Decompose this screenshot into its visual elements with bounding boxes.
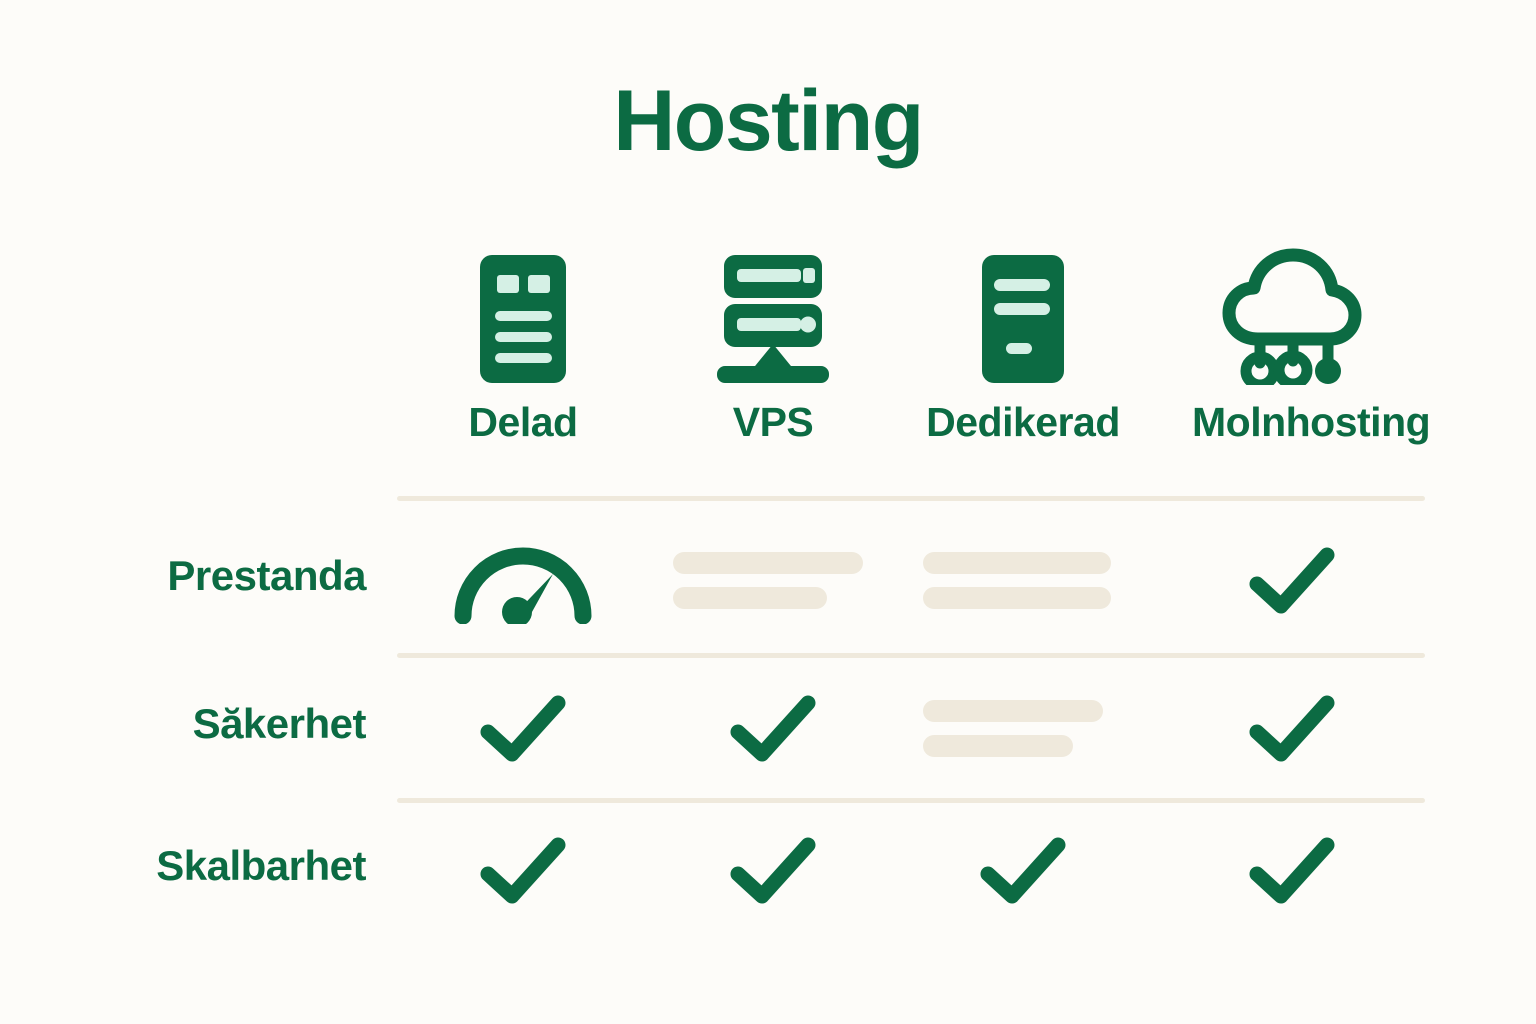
check-icon bbox=[730, 695, 816, 762]
check-icon bbox=[1249, 837, 1335, 904]
page-title: Hosting bbox=[613, 73, 924, 169]
shared-server-icon bbox=[423, 240, 623, 385]
cell-skalbarhet-dedikerad bbox=[923, 820, 1123, 920]
skeleton-bar bbox=[923, 551, 1111, 574]
check-icon bbox=[480, 695, 566, 762]
skeleton-bar bbox=[923, 699, 1103, 722]
column-header-vps[interactable]: VPS bbox=[673, 240, 873, 446]
row-divider bbox=[397, 798, 1425, 803]
check-icon bbox=[730, 837, 816, 904]
cloud-hosting-icon bbox=[1192, 240, 1392, 385]
cell-skalbarhet-molnhosting bbox=[1192, 820, 1392, 920]
cell-skalbarhet-delad bbox=[423, 820, 623, 920]
gauge-icon bbox=[454, 547, 592, 624]
check-icon bbox=[1249, 695, 1335, 762]
row-divider bbox=[397, 496, 1425, 501]
column-headers: Delad VPS bbox=[398, 240, 1431, 470]
row-label-prestanda: Prestanda bbox=[167, 552, 366, 599]
skeleton-bar bbox=[923, 734, 1073, 757]
column-label-vps: VPS bbox=[732, 399, 814, 445]
cell-prestanda-molnhosting bbox=[1192, 530, 1392, 630]
cell-sakerhet-vps bbox=[673, 678, 873, 778]
cell-sakerhet-dedikerad bbox=[923, 678, 1123, 778]
skeleton-placeholder bbox=[923, 699, 1123, 757]
cell-sakerhet-molnhosting bbox=[1192, 678, 1392, 778]
skeleton-placeholder bbox=[673, 551, 873, 609]
skeleton-placeholder bbox=[923, 551, 1123, 609]
vps-stacked-server-icon bbox=[673, 240, 873, 385]
cell-prestanda-delad bbox=[423, 530, 623, 630]
column-header-delad[interactable]: Delad bbox=[423, 240, 623, 446]
skeleton-bar bbox=[923, 586, 1111, 609]
cell-prestanda-vps bbox=[673, 530, 873, 630]
cell-prestanda-dedikerad bbox=[923, 530, 1123, 630]
column-label-molnhosting: Molnhosting bbox=[1192, 399, 1431, 445]
column-label-dedikerad: Dedikerad bbox=[926, 399, 1120, 445]
row-label-skalbarhet: Skalbarhet bbox=[156, 842, 366, 889]
cell-skalbarhet-vps bbox=[673, 820, 873, 920]
skeleton-bar bbox=[673, 551, 863, 574]
check-icon bbox=[1249, 547, 1335, 614]
check-icon bbox=[480, 837, 566, 904]
dedicated-server-tower-icon bbox=[923, 240, 1123, 385]
column-header-molnhosting[interactable]: Molnhosting bbox=[1192, 240, 1431, 446]
check-icon bbox=[980, 837, 1066, 904]
skeleton-bar bbox=[673, 586, 827, 609]
row-divider bbox=[397, 653, 1425, 658]
cell-sakerhet-delad bbox=[423, 678, 623, 778]
column-header-dedikerad[interactable]: Dedikerad bbox=[923, 240, 1123, 446]
row-label-sakerhet: Săkerhet bbox=[192, 700, 367, 747]
column-label-delad: Delad bbox=[468, 399, 578, 445]
